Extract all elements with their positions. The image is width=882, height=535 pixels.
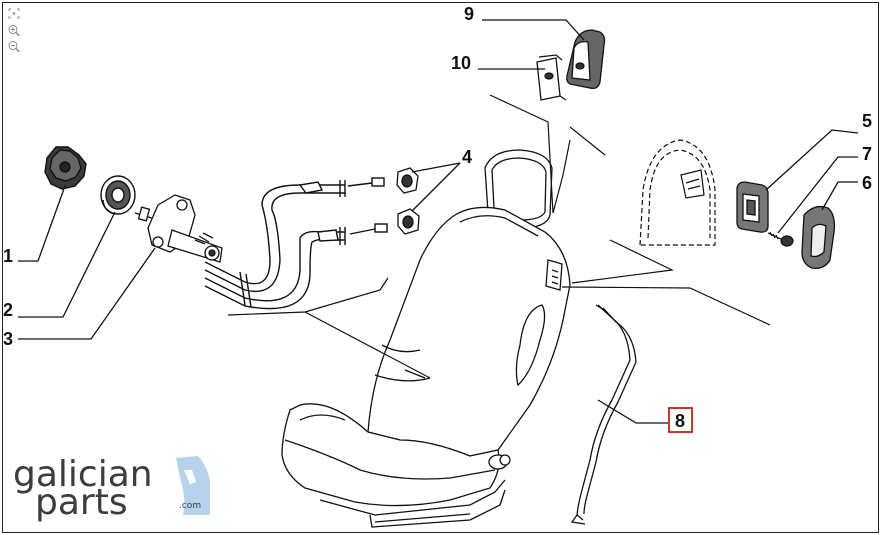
- callout-labels: 1 2 3 4 5 6 7 8 9 10: [3, 4, 872, 433]
- part-4-nuts[interactable]: [396, 167, 420, 235]
- part-5-guide-cover[interactable]: [736, 181, 769, 233]
- callout-2[interactable]: 2: [3, 300, 13, 320]
- callout-4[interactable]: 4: [462, 147, 472, 167]
- part-6-cap[interactable]: [801, 205, 836, 269]
- part-8-rod[interactable]: [570, 304, 637, 525]
- zoom-out-icon[interactable]: [7, 40, 21, 53]
- callout-10[interactable]: 10: [451, 53, 471, 73]
- callout-7[interactable]: 7: [862, 144, 872, 164]
- callout-5[interactable]: 5: [862, 111, 872, 131]
- logo-domain: .com: [179, 501, 201, 511]
- callout-8-highlight: [668, 407, 693, 433]
- part-7-screw[interactable]: [767, 231, 794, 247]
- logo-map-detail: [184, 470, 196, 484]
- assembly-leader-lines: [227, 94, 771, 379]
- callout-6[interactable]: 6: [862, 173, 872, 193]
- galicianparts-logo: galician parts .com: [13, 454, 210, 523]
- part-1-knob[interactable]: [44, 146, 87, 190]
- callout-leaders: [18, 19, 859, 424]
- callout-1[interactable]: 1: [3, 246, 13, 266]
- logo-line-1: galician: [13, 454, 153, 495]
- part-3-mechanism[interactable]: [134, 194, 223, 263]
- part-2-bushing[interactable]: [100, 175, 136, 215]
- callout-8[interactable]: 8: [675, 411, 685, 431]
- zoom-in-icon[interactable]: [7, 24, 21, 37]
- part-9-trim-cover[interactable]: [566, 29, 606, 90]
- callout-3[interactable]: 3: [3, 329, 13, 349]
- logo-line-2: parts: [35, 482, 128, 523]
- seat-assembly: [281, 149, 571, 528]
- fit-to-screen-icon[interactable]: [7, 7, 21, 20]
- adjustment-cables: [204, 177, 388, 310]
- callout-9[interactable]: 9: [464, 4, 474, 24]
- headrest-guide-housing: [639, 139, 716, 246]
- part-10-insert[interactable]: [536, 54, 567, 101]
